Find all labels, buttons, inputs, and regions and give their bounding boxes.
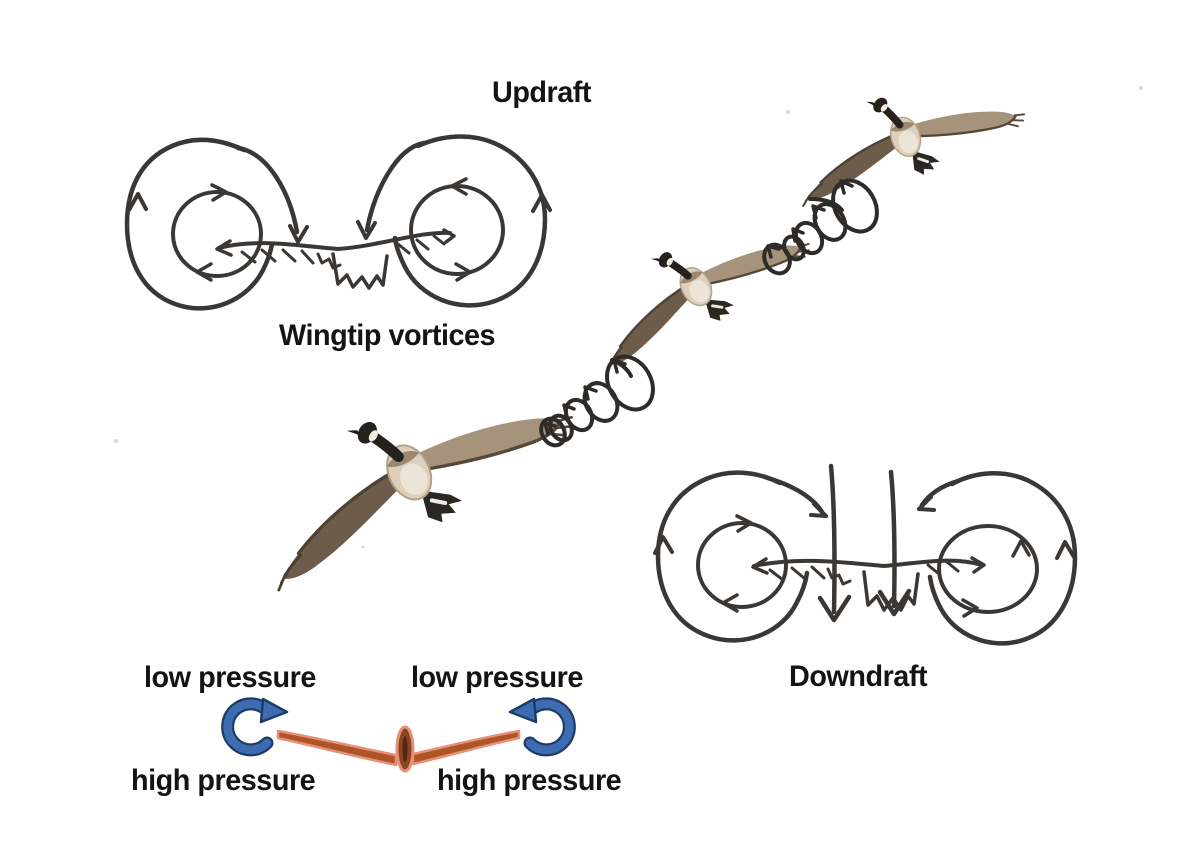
rotation-arrowhead [450,177,468,196]
upwash-arrowhead [653,535,674,555]
downwash-arrowhead [917,495,936,512]
rotation-arrowhead [735,514,753,533]
label-high-pressure-left: high pressure [131,764,316,797]
rotation-arrowhead [454,262,472,282]
bird-silhouette-sketch [751,556,986,612]
upwash-arrowhead [531,193,552,213]
downwash-arrowhead [288,224,309,244]
wing-pressure-diagram [221,697,576,773]
label-high-pressure-right: high pressure [437,764,622,797]
rotation-arrowhead [1011,539,1031,558]
downdraft-vortex-sketch [653,463,1078,646]
label-updraft: Updraft [492,76,592,109]
updraft-vortex-sketch [124,134,552,311]
downdraft-arrows [817,463,912,623]
bird-silhouette-sketch [215,228,456,290]
label-downdraft: Downdraft [789,660,928,693]
helix-arrowheads [543,358,627,436]
goose-illustration [569,189,821,380]
wing-cross-section [276,729,521,767]
goose-illustration [778,55,1032,214]
upwash-arrowhead [1055,540,1076,560]
goose-illustration [228,337,588,600]
paper-specks [114,86,1143,549]
label-low-pressure-right: low pressure [411,661,583,694]
vortex-helix-trail-1 [762,178,879,276]
rotation-arrowhead [195,262,213,282]
upwash-arrowhead [127,192,148,212]
rotation-arrowhead [210,183,228,202]
right-vortex-circulation-arrow [508,697,576,757]
downwash-arrowhead [809,502,828,518]
helix-arrowheads [766,179,854,259]
label-low-pressure-left: low pressure [144,661,316,694]
label-wingtip-vortices: Wingtip vortices [279,319,496,352]
rotation-arrowhead [961,598,979,618]
rotation-arrowhead [721,593,739,613]
left-vortex-circulation-arrow [221,697,289,757]
downwash-arrowhead [356,220,377,240]
vortex-helix-trail-2 [539,354,655,448]
